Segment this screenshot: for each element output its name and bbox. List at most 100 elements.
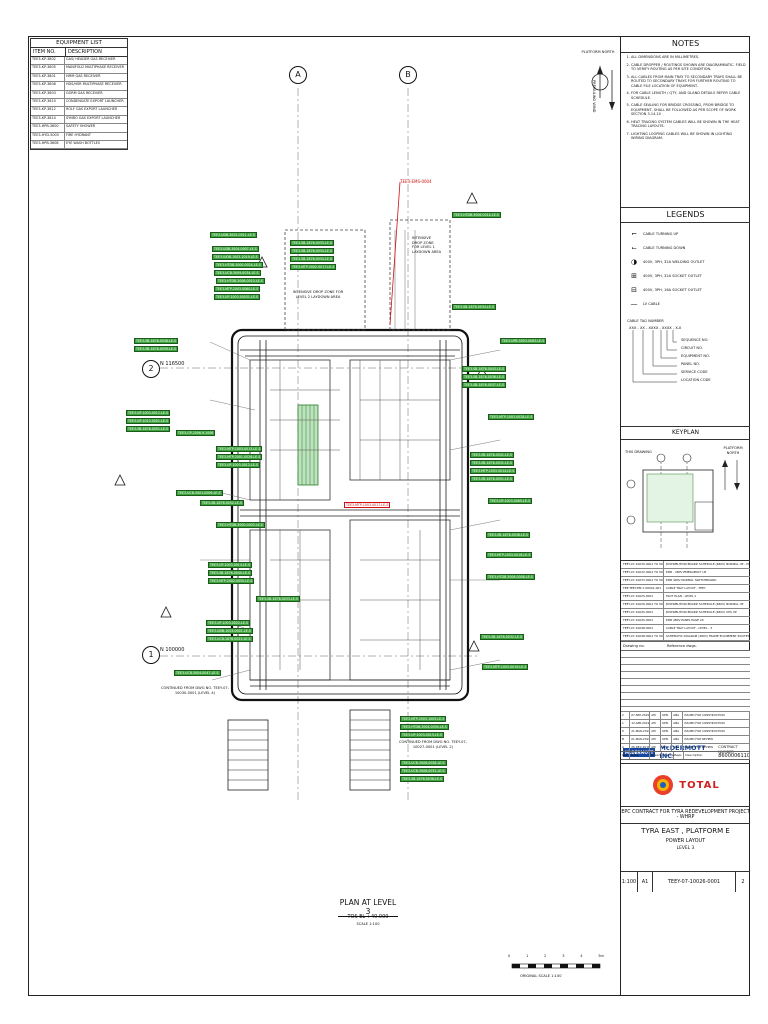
- cable-tag: TEE3-SB-1876-0036-LE-S: [400, 776, 445, 783]
- cable-tag: TEE3-MTP-2001-0026-LE-S: [216, 454, 263, 461]
- cable-tag: TEE3-MTP-1003-0014-LE-S: [470, 468, 517, 475]
- drawing-subtitle: LEVEL 3: [621, 844, 750, 873]
- cable-tag-part: SEQUENCE NO.: [681, 338, 709, 343]
- legend-row: ⊞400V, 3PH, 32A SOCKET OUTLET: [625, 269, 746, 283]
- platform-title: TYRA EAST , PLATFORM E: [641, 827, 730, 836]
- revision-cell: KPN: [661, 712, 673, 720]
- revision-cell: KPN: [661, 744, 673, 752]
- cable-tag: TEE3-UDB-3004-0007-LE-S: [212, 246, 259, 253]
- drawing-title: POWER LAYOUT: [665, 838, 706, 845]
- cable-tag: TEE3-SB-1876-0037-LE-S: [462, 382, 507, 389]
- equipment-item-no: TEE3-KP-3802: [31, 57, 65, 65]
- legend-symbol-icon: ⊞: [631, 272, 637, 280]
- drawing-number: TEEY-07-10026-0001: [653, 872, 736, 893]
- reference-title: SCHEMATIC DIAGRAM (480V) FRAME EQUIPMENT…: [666, 634, 750, 639]
- legend-label: 400V, 3PH, 32A WELDING OUTLET: [643, 260, 705, 264]
- area-note-level-1: INTENSIVE DROP ZONE FOR LEVEL 1 LAYDOWN …: [412, 236, 442, 254]
- equipment-description: SYNRO GAS EXPORT LAUNCHER: [66, 115, 121, 120]
- revision-cell: AHI: [650, 744, 662, 752]
- keyplan-north: PLATFORM NORTH: [723, 446, 743, 455]
- notes-title: NOTES: [621, 36, 750, 53]
- equipment-description: GAS/ HEADER GAS RECEIVER: [66, 57, 116, 61]
- cable-tag: TEE3-UDB-1003-0001-LE-S: [206, 628, 253, 635]
- revision-cell: GBA: [672, 744, 684, 752]
- reference-title: DISTRIBUTION BOARD SCHEDULE (480V) NORMA…: [666, 602, 744, 607]
- plan-scale: SCALE 1:100: [356, 922, 380, 926]
- reference-title: CABLE TRAY LAYOUT - TEEY: [666, 586, 706, 591]
- cable-tag: TEE3-SB-1876-0032-LE-S: [480, 634, 525, 641]
- platform-north-label: PLATFORM NORTH: [581, 50, 615, 54]
- drawing-sheet: [28, 36, 750, 996]
- cable-tag: TEE3-HTDB-3004-0034-LE-S: [400, 724, 449, 731]
- cable-tag: TEE3-SB-1876-0052-LE-S: [200, 500, 245, 507]
- equipment-item-no: TEE3-KP-3801: [31, 73, 65, 82]
- cable-tag: TEE3-MTP-2002-0050-LE-S: [208, 578, 255, 585]
- cable-tag-part: LOCATION CODE: [681, 378, 711, 383]
- cable-tag: TEE3-SB-1876-0051-LE-S: [126, 426, 171, 433]
- cable-tag: TEE3-UP-1003-0022-LE-S: [206, 620, 250, 627]
- cable-tag: TEE3-SB-1876-0033-LE-S: [256, 596, 301, 603]
- grid-bubble-b: B: [399, 66, 417, 84]
- revision-cell: 07-SEP-2019: [631, 712, 651, 720]
- scale-bar: [511, 963, 601, 969]
- keyplan-diagram: [626, 453, 740, 551]
- legend-row: ⌙CABLE TURNING DOWN: [625, 241, 746, 255]
- cable-tag: TEE3-UP-1003-0012-LE-S: [216, 462, 260, 469]
- reference-dwg-no: TEEY-07-10048-0001: [621, 625, 664, 633]
- legend-label: CABLE TURNING DOWN: [643, 246, 686, 250]
- legend-label: 400V, 3PH, 16A SOCKET OUTLET: [643, 288, 702, 292]
- cable-tag: TEE3-UP-1003-0015-LE-S: [400, 732, 444, 739]
- note-item: CABLE SEALING FOR BRIDGE CROSSING, FROM …: [631, 103, 746, 117]
- equipment-description: EYE WASH BOTTLES: [66, 140, 100, 145]
- cable-tag-bracket-icon: [632, 330, 677, 383]
- note-item: FOR CABLE LENGTH / QTY, AND GLAND DETAIL…: [631, 91, 746, 100]
- equipment-description: CONDENSATE EXPORT LAUNCHER: [66, 98, 124, 103]
- equipment-item-no: TEE3-HPB-3608: [31, 140, 65, 149]
- ref-col-drawings: Drawing no.: [623, 644, 645, 649]
- revision-cell: 26-DEC-2018: [631, 744, 651, 752]
- legend-label: CABLE TURNING UP: [643, 232, 679, 236]
- grid-bubble-1: 1: [142, 646, 160, 664]
- cable-tag: TEE3-UCB-3001-0009-LE-S: [176, 490, 223, 497]
- revision-header-cell: Appr.: [674, 752, 685, 760]
- cable-tag: TEE3-UP-1013-0001-LE-S: [126, 418, 170, 425]
- revision-cell: ISSUED FOR CONSTRUCTION: [683, 712, 750, 720]
- equipment-item-no: TEE3-KP-3814: [31, 115, 65, 124]
- equipment-description: SAFETY SHOWER: [66, 124, 96, 129]
- equipment-list-title: EQUIPMENT LIST: [31, 39, 127, 48]
- reference-dwg-no: TEEY-07-10045-0001: [621, 617, 664, 625]
- reference-dwg-no: TEEY-07-10033-0001 TO 0002: [623, 577, 664, 585]
- reference-title: PLOT PLAN - LEVEL 1: [666, 594, 697, 599]
- mcdermott-logo: McDERMOTT: [623, 747, 656, 757]
- grid-bubble-a: A: [289, 66, 307, 84]
- cable-tag: TEE3-UP-1003-0014-LE-S: [208, 562, 252, 569]
- reference-dwg-no: TEEY-07-10026-0001 TO 0002: [623, 601, 664, 609]
- reference-title: DISTRIBUTION BOARD SCHEDULE (480V) NORMA…: [666, 562, 750, 567]
- revision-cell: 1: [621, 720, 631, 728]
- revision-cell: A: [621, 744, 631, 752]
- legend-row: ◑400V, 3PH, 32A WELDING OUTLET: [625, 255, 746, 269]
- grid-row-2-label: N 116500: [160, 361, 185, 367]
- equipment-description: HDS/HSR MULTIPHASE RECEIVER: [66, 82, 122, 87]
- cable-tag: TEE3-UP-1003-0065-LE-S: [488, 498, 532, 505]
- cable-tag: TEE3-MTP-0002-0017-LE-S: [290, 264, 337, 271]
- revision-cell: AHI: [650, 720, 662, 728]
- revision-triangle-icon: [468, 640, 480, 652]
- revision-header-cell: Rev.: [622, 752, 631, 760]
- cable-tag: TEE3-UCB-3004-0047-LE-S: [174, 670, 221, 677]
- cable-tag-example: XXX - XX - XXXX - XXXX - X-X: [629, 325, 682, 330]
- blank-rows: [621, 650, 750, 712]
- cable-tag: TEE3-MTP-2003-0060-LE-S: [214, 286, 261, 293]
